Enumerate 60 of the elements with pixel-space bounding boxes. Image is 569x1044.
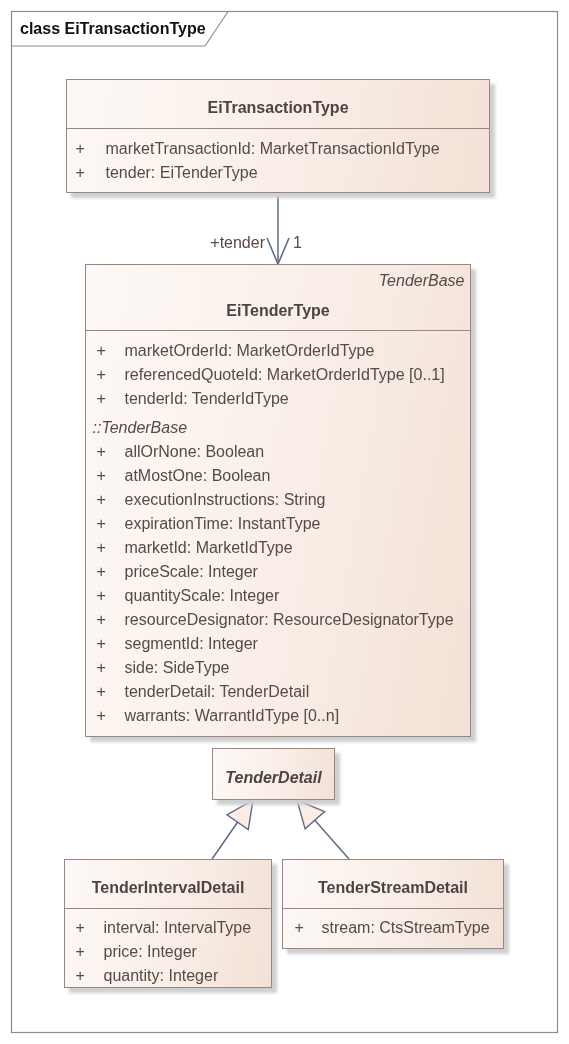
visibility-marker: + — [96, 681, 106, 702]
class-name: TenderStreamDetail — [318, 877, 468, 898]
parent-class-label: TenderBase — [378, 270, 465, 291]
visibility-marker: + — [294, 917, 304, 938]
inherited-section-label: ::TenderBase — [92, 417, 188, 438]
visibility-marker: + — [96, 340, 106, 361]
visibility-marker: + — [96, 537, 106, 558]
visibility-marker: + — [96, 441, 106, 462]
attribute-text: quantityScale: Integer — [124, 585, 280, 606]
class-name: EiTenderType — [226, 300, 330, 321]
attribute-text: stream: CtsStreamType — [321, 917, 490, 938]
attribute-text: resourceDesignator: ResourceDesignatorType — [124, 609, 454, 630]
visibility-marker: + — [96, 657, 106, 678]
attribute-text: expirationTime: InstantType — [124, 513, 321, 534]
attribute-text: marketId: MarketIdType — [124, 537, 293, 558]
generalization-arrow — [296, 799, 350, 860]
attribute-text: tenderDetail: TenderDetail — [124, 681, 310, 702]
class-box — [212, 748, 335, 800]
attribute-text: marketOrderId: MarketOrderIdType — [124, 340, 375, 361]
attribute-text: priceScale: Integer — [124, 561, 258, 582]
attribute-text: interval: IntervalType — [103, 917, 252, 938]
attribute-text: side: SideType — [124, 657, 230, 678]
generalization-arrow — [211, 799, 254, 860]
class-box — [66, 79, 490, 193]
visibility-marker: + — [75, 941, 85, 962]
visibility-marker: + — [96, 489, 106, 510]
visibility-marker: + — [96, 513, 106, 534]
visibility-marker: + — [75, 965, 85, 986]
visibility-marker: + — [96, 465, 106, 486]
attribute-text: executionInstructions: String — [124, 489, 326, 510]
visibility-marker: + — [96, 561, 106, 582]
attribute-text: segmentId: Integer — [124, 633, 258, 654]
visibility-marker: + — [96, 388, 106, 409]
attribute-text: quantity: Integer — [103, 965, 219, 986]
attribute-text: tenderId: TenderIdType — [124, 388, 289, 409]
class-name: EiTransactionType — [207, 97, 349, 118]
association-arrow — [266, 192, 290, 265]
visibility-marker: + — [75, 917, 85, 938]
class-name: TenderIntervalDetail — [91, 877, 245, 898]
attribute-text: allOrNone: Boolean — [124, 441, 265, 462]
class-box — [64, 859, 272, 988]
class-box — [85, 264, 471, 737]
attribute-text: atMostOne: Boolean — [124, 465, 271, 486]
attribute-text: warrants: WarrantIdType [0..n] — [124, 705, 340, 726]
class-box — [282, 859, 504, 949]
visibility-marker: + — [96, 633, 106, 654]
frame-title: class EiTransactionType — [20, 19, 206, 39]
attribute-text: referencedQuoteId: MarketOrderIdType [0..1] — [124, 364, 445, 385]
visibility-marker: + — [75, 162, 85, 183]
visibility-marker: + — [96, 585, 106, 606]
role-label: +tender — [210, 233, 265, 253]
abstract-class-name: TenderDetail — [225, 767, 322, 788]
attribute-text: price: Integer — [103, 941, 197, 962]
visibility-marker: + — [96, 364, 106, 385]
visibility-marker: + — [96, 609, 106, 630]
multiplicity-label: 1 — [293, 233, 302, 253]
attribute-text: marketTransactionId: MarketTransactionIdType — [105, 138, 440, 159]
attribute-text: tender: EiTenderType — [105, 162, 258, 183]
visibility-marker: + — [96, 705, 106, 726]
visibility-marker: + — [75, 138, 85, 159]
